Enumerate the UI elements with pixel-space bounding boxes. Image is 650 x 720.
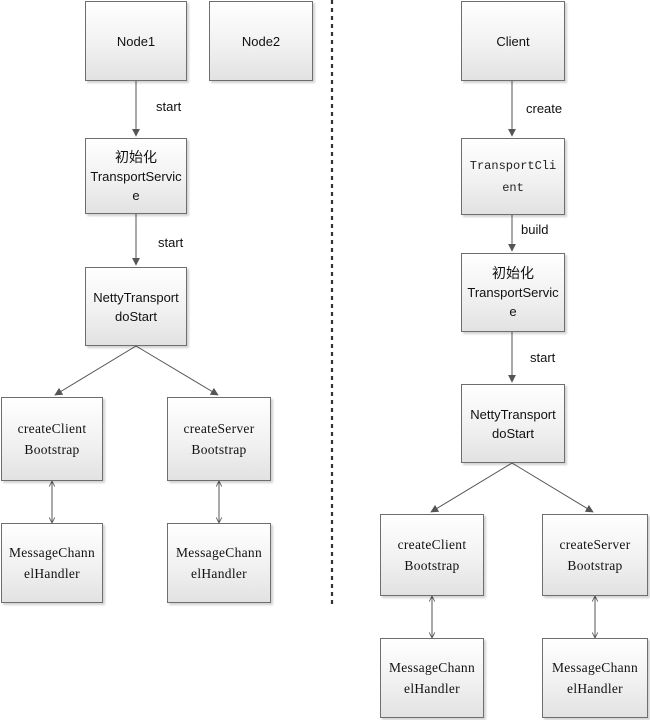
handler-line-2: elHandler: [567, 681, 623, 696]
init-label-line-1: 初始化: [115, 148, 157, 165]
edge-label-start-right: start: [530, 350, 556, 365]
message-channel-handler-box: MessageChann elHandler: [1, 523, 103, 603]
transport-service-init-box: 初始化 TransportServic e: [85, 138, 187, 214]
client-bootstrap-line-1: createClient: [397, 537, 467, 552]
server-bootstrap-line-1: createServer: [559, 537, 631, 552]
netty-label-line-1: NettyTransport: [470, 406, 556, 422]
netty-label-line-2: doStart: [492, 425, 534, 441]
edge-label-start: start: [158, 235, 184, 250]
node2-box: Node2: [209, 1, 313, 81]
client-bootstrap-line-2: Bootstrap: [24, 442, 80, 457]
create-client-bootstrap-box-right: createClient Bootstrap: [380, 514, 484, 596]
node1-box: Node1: [85, 1, 187, 81]
edge-netty-to-client-bootstrap-right: [430, 462, 513, 513]
node2-label: Node2: [241, 33, 281, 49]
transport-client-line-2: ent: [502, 180, 524, 195]
client-label: Client: [496, 33, 530, 49]
edge-label-build: build: [521, 222, 549, 237]
init-label-line-3: e: [509, 304, 517, 319]
create-client-bootstrap-box: createClient Bootstrap: [1, 397, 103, 481]
handler-line-2: elHandler: [24, 566, 80, 581]
handler-line-1: MessageChann: [551, 660, 639, 675]
message-channel-handler-box-right: MessageChann elHandler: [542, 638, 648, 718]
netty-label-line-1: NettyTransport: [93, 289, 179, 305]
init-label-line-2: TransportServic: [90, 168, 182, 184]
netty-transport-box-right: NettyTransport doStart: [461, 384, 565, 463]
handler-line-1: MessageChann: [175, 545, 263, 560]
node1-label: Node1: [116, 33, 156, 49]
transport-service-init-box-right: 初始化 TransportServic e: [461, 253, 565, 332]
message-channel-handler-box: MessageChann elHandler: [167, 523, 271, 603]
transport-client-line-1: TransportCli: [469, 158, 557, 173]
create-server-bootstrap-box: createServer Bootstrap: [167, 397, 271, 481]
edge-label-start: start: [156, 99, 182, 114]
netty-label-line-2: doStart: [115, 308, 157, 324]
server-bootstrap-line-1: createServer: [183, 421, 255, 436]
client-box: Client: [461, 1, 565, 81]
server-bootstrap-line-2: Bootstrap: [191, 442, 247, 457]
handler-line-1: MessageChann: [8, 545, 96, 560]
edge-netty-to-server-bootstrap-right: [511, 462, 594, 513]
edge-netty-to-client-bootstrap: [54, 345, 137, 396]
netty-transport-box: NettyTransport doStart: [85, 267, 187, 346]
transport-client-box: TransportCli ent: [461, 138, 565, 215]
handler-line-2: elHandler: [191, 566, 247, 581]
edge-label-create: create: [526, 101, 563, 116]
edge-netty-to-server-bootstrap: [135, 345, 219, 396]
server-bootstrap-line-2: Bootstrap: [567, 558, 623, 573]
handler-line-2: elHandler: [404, 681, 460, 696]
message-channel-handler-box-right: MessageChann elHandler: [380, 638, 484, 718]
client-bootstrap-line-2: Bootstrap: [404, 558, 460, 573]
init-label-line-2: TransportServic: [467, 285, 559, 300]
handler-line-1: MessageChann: [388, 660, 476, 675]
create-server-bootstrap-box-right: createServer Bootstrap: [542, 514, 648, 596]
client-bootstrap-line-1: createClient: [17, 421, 87, 436]
init-label-line-3: e: [132, 187, 140, 203]
init-label-line-1: 初始化: [492, 265, 534, 281]
